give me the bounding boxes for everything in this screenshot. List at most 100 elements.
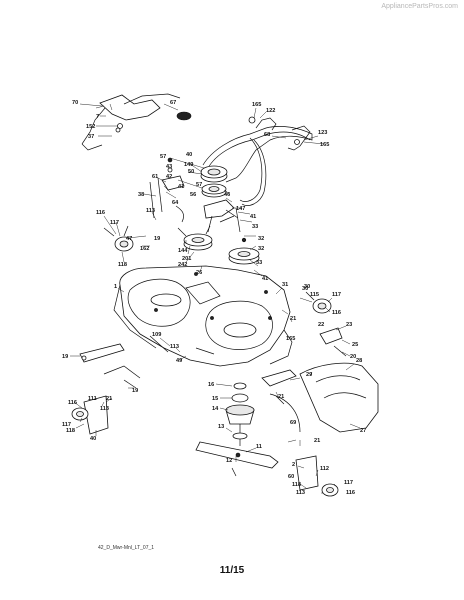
deck-drive-belt [202, 116, 313, 206]
callout-label: 22 [318, 322, 324, 328]
callout-label: 118 [292, 482, 301, 488]
callout-label: 60 [288, 474, 294, 480]
drawing-code: 42_D_Mwr-Mnl_LT_07_1 [98, 545, 155, 551]
callout-label: 112 [320, 466, 329, 472]
watermark: AppliancePartsPros.com [381, 3, 458, 10]
callout-label: 67 [170, 100, 176, 106]
callout-label: 41 [250, 214, 256, 220]
callout-label: 70 [72, 100, 78, 106]
callout-label: 109 [152, 332, 161, 338]
spindle-assembly [225, 382, 255, 446]
callout-label: 7 [96, 114, 99, 120]
callout-label: 165 [320, 142, 329, 148]
callout-label: 21 [278, 394, 284, 400]
callout-label: 116 [332, 310, 341, 316]
callout-label: 19 [154, 236, 160, 242]
callout-label: 26 [196, 270, 202, 276]
callout-label: 115 [310, 292, 319, 298]
callout-label: 64 [172, 200, 179, 206]
gauge-wheel-left [103, 225, 134, 252]
callout-label: 15 [212, 396, 218, 402]
callout-label: 61 [152, 174, 158, 180]
callout-label: 117 [110, 220, 119, 226]
idler-pulley-stack [149, 157, 228, 219]
front-hanger-bracket [79, 343, 141, 389]
callout-label: 25 [352, 342, 358, 348]
callout-label: 32 [258, 236, 264, 242]
callout-label: 117 [332, 292, 341, 298]
callout-label: 29 [306, 372, 312, 378]
callout-label: 11 [256, 444, 262, 450]
callout-label: 1 [114, 284, 117, 290]
callout-label: 56 [190, 192, 196, 198]
callout-label: 46 [224, 192, 230, 198]
callout-label: 30 [302, 286, 308, 292]
callout-label: 32 [258, 246, 264, 252]
callout-label: 113 [146, 208, 155, 214]
callout-label: 147 [236, 206, 245, 212]
callout-label: 16 [208, 382, 214, 388]
rear-baffle-rod [269, 327, 347, 433]
callout-label: 162 [140, 246, 149, 252]
callout-label: 2 [292, 462, 295, 468]
callout-label: 21 [314, 438, 320, 444]
callout-label: 30 [304, 284, 310, 290]
callout-label: 111 [88, 396, 97, 402]
callout-label: 20 [350, 354, 356, 360]
callout-label: 113 [100, 406, 109, 412]
callout-label: 116 [68, 400, 77, 406]
callout-label: 116 [96, 210, 105, 216]
callout-label: 144 [178, 248, 188, 254]
callout-label: 37 [88, 134, 94, 140]
callout-label: 19 [62, 354, 68, 360]
callout-label: 165 [252, 102, 261, 108]
callout-label: 41 [262, 276, 268, 282]
discharge-chute [261, 362, 379, 433]
callout-label: 201 [182, 256, 191, 262]
left-pulley [177, 225, 213, 251]
callout-label: 42 [166, 174, 172, 180]
callout-label: 50 [188, 169, 194, 175]
page-number: 11/15 [219, 565, 245, 576]
mower-blade [195, 441, 279, 477]
callout-label: 33 [256, 260, 262, 266]
callout-label: 113 [170, 344, 179, 350]
callout-label: 242 [178, 262, 187, 268]
callout-label: 165 [286, 336, 295, 342]
callout-label: 27 [360, 428, 366, 434]
callout-label: 118 [66, 428, 75, 434]
callout-label: 152 [86, 124, 95, 130]
gauge-wheel-right [305, 291, 332, 314]
callout-label: 19 [132, 388, 138, 394]
callout-label: 21 [106, 396, 112, 402]
gauge-wheel-lower-right [295, 455, 339, 497]
leader-lines [70, 103, 361, 494]
callout-label: 118 [118, 262, 127, 268]
callout-label: 57 [196, 182, 202, 188]
callout-label: 149 [184, 162, 193, 168]
callout-label: 68 [264, 132, 270, 138]
callout-label: 117 [62, 422, 71, 428]
callout-label: 40 [90, 436, 96, 442]
callout-label: 14 [212, 406, 219, 412]
callout-label: 49 [176, 358, 182, 364]
lift-link-assembly [81, 93, 192, 151]
callout-label: 40 [186, 152, 192, 158]
callout-label: 21 [290, 316, 296, 322]
callout-label: 13 [218, 424, 224, 430]
callout-label: 116 [346, 490, 355, 496]
callout-label: 69 [290, 420, 296, 426]
mower-deck-housing [113, 265, 293, 367]
callout-label: 38 [138, 192, 144, 198]
callout-label: 33 [252, 224, 258, 230]
callout-label: 47 [126, 236, 132, 242]
callout-label: 12 [226, 458, 232, 464]
callout-label: 41 [178, 184, 184, 190]
callout-label: 117 [344, 480, 353, 486]
callout-label: 57 [160, 154, 166, 160]
callout-label: 113 [296, 490, 305, 496]
callout-label: 123 [318, 130, 327, 136]
callout-label: 28 [356, 358, 362, 364]
